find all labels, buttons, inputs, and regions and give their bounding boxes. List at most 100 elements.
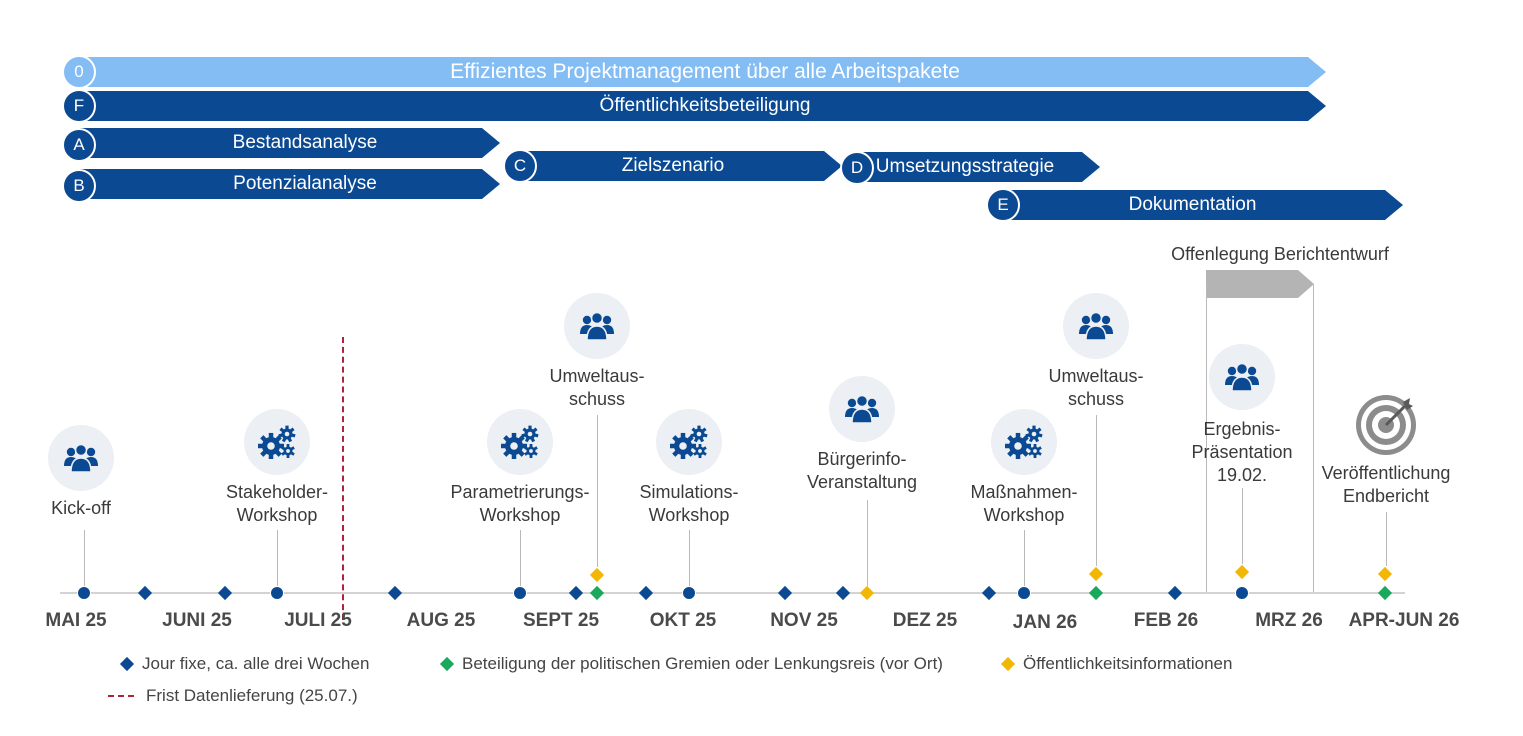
timeline-axis (60, 592, 1405, 594)
gears-icon (244, 409, 310, 475)
package-label-C: Zielszenario (621, 155, 725, 176)
event-dot (1235, 586, 1249, 600)
month-label: DEZ 25 (892, 610, 958, 631)
jour-fixe-marker (568, 585, 584, 601)
data-delivery-deadline-line (342, 337, 344, 620)
month-label: JUNI 25 (162, 610, 232, 631)
month-label: JAN 26 (1012, 612, 1078, 633)
package-bar-C (520, 151, 842, 181)
package-code-B: B (62, 169, 96, 203)
gremien-marker (1088, 585, 1104, 601)
event-label: Ergebnis- Präsentation 19.02. (1191, 419, 1293, 485)
event-leader-line (84, 530, 85, 586)
package-code-E: E (986, 188, 1020, 222)
package-bar-B (80, 169, 500, 199)
event-label: Umweltaus- schuss (549, 366, 645, 409)
package-label-D: Umsetzungsstrategie (875, 156, 1055, 177)
legend-info: Öffentlichkeitsinformationen (1000, 654, 1233, 674)
legend-info-label: Öffentlichkeitsinformationen (1023, 654, 1233, 673)
legend-deadline-label: Frist Datenlieferung (25.07.) (146, 686, 358, 705)
legend-jour-fixe: Jour fixe, ca. alle drei Wochen (119, 654, 370, 674)
event-label: Umweltaus- schuss (1048, 366, 1144, 409)
jour-fixe-marker (1167, 585, 1183, 601)
event-leader-line (1096, 415, 1097, 566)
package-label-0: Effizientes Projektmanagement über alle … (450, 60, 960, 83)
legend-gremien: Beteiligung der politischen Gremien oder… (439, 654, 943, 674)
gremien-marker (1377, 585, 1393, 601)
gremien-marker (589, 585, 605, 601)
event-leader-line (867, 500, 868, 586)
month-label: APR-JUN 26 (1348, 610, 1460, 631)
gears-icon (487, 409, 553, 475)
event-leader-line (277, 530, 278, 586)
jour-fixe-marker (777, 585, 793, 601)
deadline-dash-icon (108, 695, 134, 697)
people-icon (1209, 344, 1275, 410)
info-marker (1377, 566, 1393, 582)
people-icon (48, 425, 114, 491)
gears-icon (656, 409, 722, 475)
package-label-B: Potenzialanalyse (233, 173, 377, 194)
info-marker (859, 585, 875, 601)
info-marker (1088, 566, 1104, 582)
month-label: NOV 25 (770, 610, 838, 631)
package-bar-A (80, 128, 500, 158)
people-icon (564, 293, 630, 359)
legend-gremien-label: Beteiligung der politischen Gremien oder… (462, 654, 943, 673)
event-label: Veröffentlichung Endbericht (1321, 463, 1451, 506)
package-code-0: 0 (62, 55, 96, 89)
info-marker (589, 567, 605, 583)
event-dot (270, 586, 284, 600)
event-leader-line (1386, 512, 1387, 566)
event-dot (513, 586, 527, 600)
review-bracket-right (1313, 284, 1314, 594)
event-label: Parametrierungs- Workshop (450, 482, 590, 525)
month-label: MAI 25 (45, 610, 107, 631)
event-dot (682, 586, 696, 600)
event-dot (77, 586, 91, 600)
people-icon (829, 376, 895, 442)
jour-fixe-marker (638, 585, 654, 601)
package-label-F: Öffentlichkeitsbeteiligung (599, 95, 811, 116)
package-code-D: D (840, 151, 874, 185)
review-label: Offenlegung Berichtentwurf (1171, 244, 1389, 264)
info-diamond-icon (1000, 656, 1016, 672)
package-bar-D (855, 152, 1100, 182)
month-label: MRZ 26 (1255, 610, 1323, 631)
jour-fixe-marker (835, 585, 851, 601)
event-label: Kick-off (51, 498, 111, 518)
month-label: OKT 25 (649, 610, 717, 631)
month-label: JULI 25 (284, 610, 352, 631)
target-icon (1353, 392, 1419, 458)
package-bar-F (80, 91, 1326, 121)
package-bar-E (1000, 190, 1403, 220)
package-bar-0 (80, 57, 1326, 87)
legend-jour-fixe-label: Jour fixe, ca. alle drei Wochen (142, 654, 370, 673)
event-label: Stakeholder- Workshop (225, 482, 329, 525)
event-leader-line (597, 415, 598, 567)
jour-fixe-marker (981, 585, 997, 601)
event-dot (1017, 586, 1031, 600)
gears-icon (991, 409, 1057, 475)
event-leader-line (689, 530, 690, 586)
gremien-diamond-icon (439, 656, 455, 672)
jour-fixe-diamond-icon (119, 656, 135, 672)
event-label: Simulations- Workshop (639, 482, 739, 525)
jour-fixe-marker (217, 585, 233, 601)
package-label-A: Bestandsanalyse (232, 132, 378, 153)
event-leader-line (520, 530, 521, 586)
event-leader-line (1024, 530, 1025, 586)
review-bar (1206, 270, 1314, 298)
package-code-A: A (62, 128, 96, 162)
package-code-F: F (62, 89, 96, 123)
month-label: AUG 25 (406, 610, 476, 631)
jour-fixe-marker (137, 585, 153, 601)
review-bracket-left (1206, 284, 1207, 594)
month-label: FEB 26 (1133, 610, 1199, 631)
jour-fixe-marker (387, 585, 403, 601)
event-leader-line (1242, 488, 1243, 564)
package-label-E: Dokumentation (1128, 194, 1257, 215)
legend-deadline: Frist Datenlieferung (25.07.) (108, 686, 358, 706)
month-label: SEPT 25 (522, 610, 600, 631)
